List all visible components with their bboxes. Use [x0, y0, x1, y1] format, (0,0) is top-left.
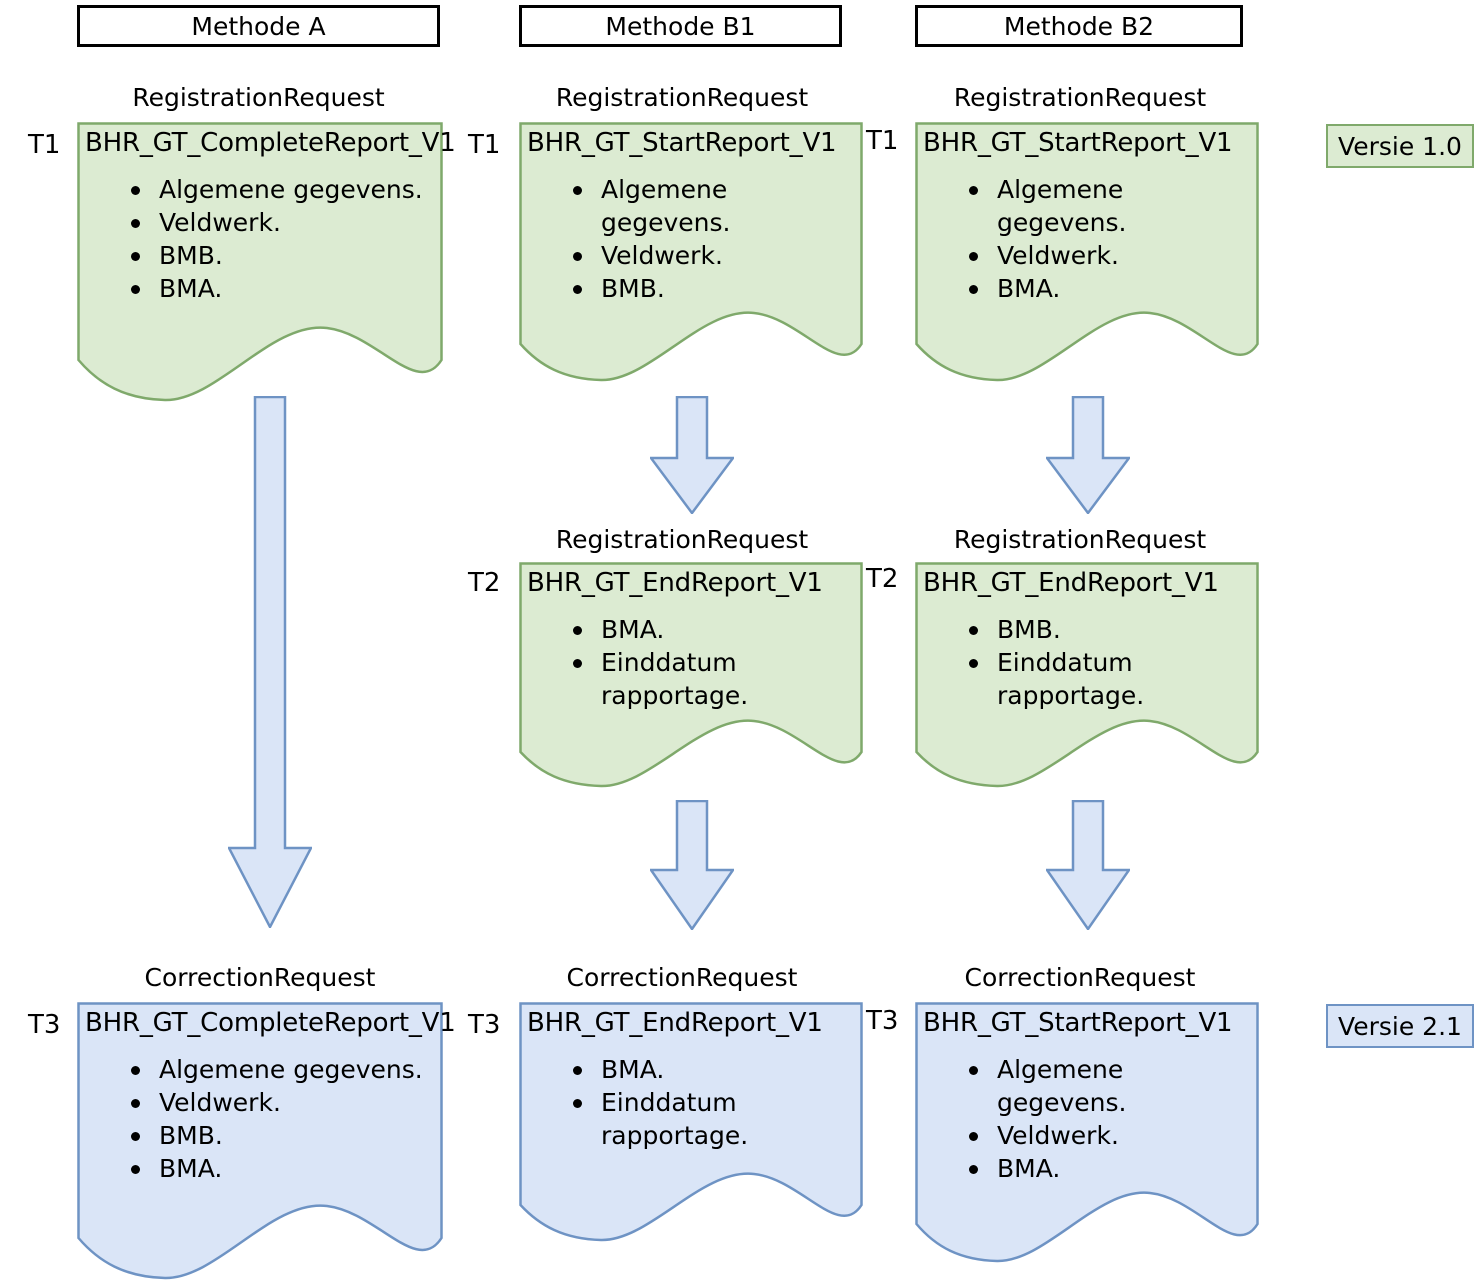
list-item: BMB. [131, 239, 439, 272]
legend-label: Versie 2.1 [1338, 1011, 1462, 1041]
document-item-list: Algemene gegevens. Veldwerk. BMA. [923, 173, 1255, 305]
document-title: BHR_GT_CompleteReport_V1 [85, 1008, 456, 1038]
doc-caption-b2-t1: RegistrationRequest [953, 83, 1207, 112]
document-item-list: Algemene gegevens. Veldwerk. BMB. [527, 173, 859, 305]
doc-caption-a-t1: RegistrationRequest [132, 83, 385, 112]
list-item: BMB. [969, 613, 1255, 646]
document-title: BHR_GT_EndReport_V1 [923, 568, 1219, 598]
document-shape [519, 562, 863, 788]
doc-caption-b2-t3: CorrectionRequest [964, 963, 1196, 992]
arrow-a-t1-to-t3 [228, 396, 312, 928]
document-shape [915, 1002, 1259, 1263]
document-b1-t3: BHR_GT_EndReport_V1 BMA. Einddatum rappo… [519, 1002, 863, 1242]
list-item: Algemene gegevens. [969, 1053, 1255, 1119]
document-b1-t2: BHR_GT_EndReport_V1 BMA. Einddatum rappo… [519, 562, 863, 788]
doc-caption-b1-t3: CorrectionRequest [566, 963, 798, 992]
document-title: BHR_GT_EndReport_V1 [527, 1008, 823, 1038]
list-item: BMA. [969, 1152, 1255, 1185]
list-item: Veldwerk. [969, 1119, 1255, 1152]
list-item: Einddatum rapportage. [573, 1086, 771, 1152]
document-title: BHR_GT_StartReport_V1 [527, 128, 837, 158]
list-item: Veldwerk. [969, 239, 1255, 272]
document-a-t3: BHR_GT_CompleteReport_V1 Algemene gegeve… [77, 1002, 456, 1280]
time-label-b1-t2-right: T2 [866, 564, 899, 594]
doc-caption-b1-t2: RegistrationRequest [555, 525, 809, 554]
list-item: BMA. [131, 1152, 439, 1185]
time-label-b1-t1-left: T1 [468, 130, 501, 160]
time-label-a-t1: T1 [28, 130, 61, 160]
list-item: Algemene gegevens. [131, 1053, 439, 1086]
document-shape [915, 562, 1259, 788]
list-item: Veldwerk. [131, 1086, 439, 1119]
legend-versie-2-1: Versie 2.1 [1326, 1004, 1474, 1048]
list-item: BMA. [131, 272, 439, 305]
column-header-methode-a: Methode A [77, 5, 440, 47]
arrow-b1-t1-to-t2 [650, 396, 734, 514]
list-item: BMA. [573, 613, 859, 646]
document-title: BHR_GT_EndReport_V1 [527, 568, 823, 598]
document-shape [519, 122, 863, 382]
column-header-methode-b1: Methode B1 [519, 5, 842, 47]
time-label-a-t3: T3 [28, 1010, 61, 1040]
document-title: BHR_GT_CompleteReport_V1 [85, 128, 456, 158]
column-header-label: Methode A [191, 11, 326, 41]
legend-versie-1-0: Versie 1.0 [1326, 124, 1474, 168]
arrow-b1-t2-to-t3 [650, 800, 734, 930]
document-item-list: Algemene gegevens. Veldwerk. BMB. BMA. [85, 1053, 439, 1185]
list-item: BMA. [969, 272, 1255, 305]
document-a-t1: BHR_GT_CompleteReport_V1 Algemene gegeve… [77, 122, 456, 402]
document-b1-t1: BHR_GT_StartReport_V1 Algemene gegevens.… [519, 122, 863, 382]
arrow-b2-t1-to-t2 [1046, 396, 1130, 514]
document-b2-t1: BHR_GT_StartReport_V1 Algemene gegevens.… [915, 122, 1259, 382]
document-shape [77, 1002, 443, 1280]
document-b2-t2: BHR_GT_EndReport_V1 BMB. Einddatum rappo… [915, 562, 1259, 788]
legend-label: Versie 1.0 [1338, 131, 1462, 161]
time-label-b1-t2-left: T2 [468, 568, 501, 598]
list-item: Veldwerk. [131, 206, 439, 239]
document-item-list: BMA. Einddatum rapportage. [527, 1053, 859, 1152]
time-label-b1-t3-left: T3 [468, 1010, 501, 1040]
document-item-list: BMA. Einddatum rapportage. [527, 613, 859, 712]
list-item: BMA. [573, 1053, 859, 1086]
document-item-list: BMB. Einddatum rapportage. [923, 613, 1255, 712]
document-shape [519, 1002, 863, 1242]
time-label-b1-t3-right: T3 [866, 1006, 899, 1036]
doc-caption-b1-t1: RegistrationRequest [555, 83, 809, 112]
column-header-label: Methode B1 [605, 11, 756, 41]
list-item: Veldwerk. [573, 239, 859, 272]
document-b2-t3: BHR_GT_StartReport_V1 Algemene gegevens.… [915, 1002, 1259, 1264]
arrow-b2-t2-to-t3 [1046, 800, 1130, 930]
list-item: Algemene gegevens. [969, 173, 1255, 239]
list-item: BMB. [131, 1119, 439, 1152]
list-item: Einddatum rapportage. [969, 646, 1167, 712]
doc-caption-a-t3: CorrectionRequest [144, 963, 376, 992]
list-item: Algemene gegevens. [131, 173, 439, 206]
list-item: BMB. [573, 272, 859, 305]
document-shape [915, 122, 1259, 382]
column-header-methode-b2: Methode B2 [915, 5, 1243, 47]
column-header-label: Methode B2 [1003, 11, 1155, 41]
document-item-list: Algemene gegevens. Veldwerk. BMA. [923, 1053, 1255, 1185]
document-shape [77, 122, 443, 402]
document-title: BHR_GT_StartReport_V1 [923, 1008, 1233, 1038]
list-item: Algemene gegevens. [573, 173, 859, 239]
list-item: Einddatum rapportage. [573, 646, 771, 712]
doc-caption-b2-t2: RegistrationRequest [953, 525, 1207, 554]
time-label-b1-t1-right: T1 [866, 126, 899, 156]
document-title: BHR_GT_StartReport_V1 [923, 128, 1233, 158]
document-item-list: Algemene gegevens. Veldwerk. BMB. BMA. [85, 173, 439, 305]
